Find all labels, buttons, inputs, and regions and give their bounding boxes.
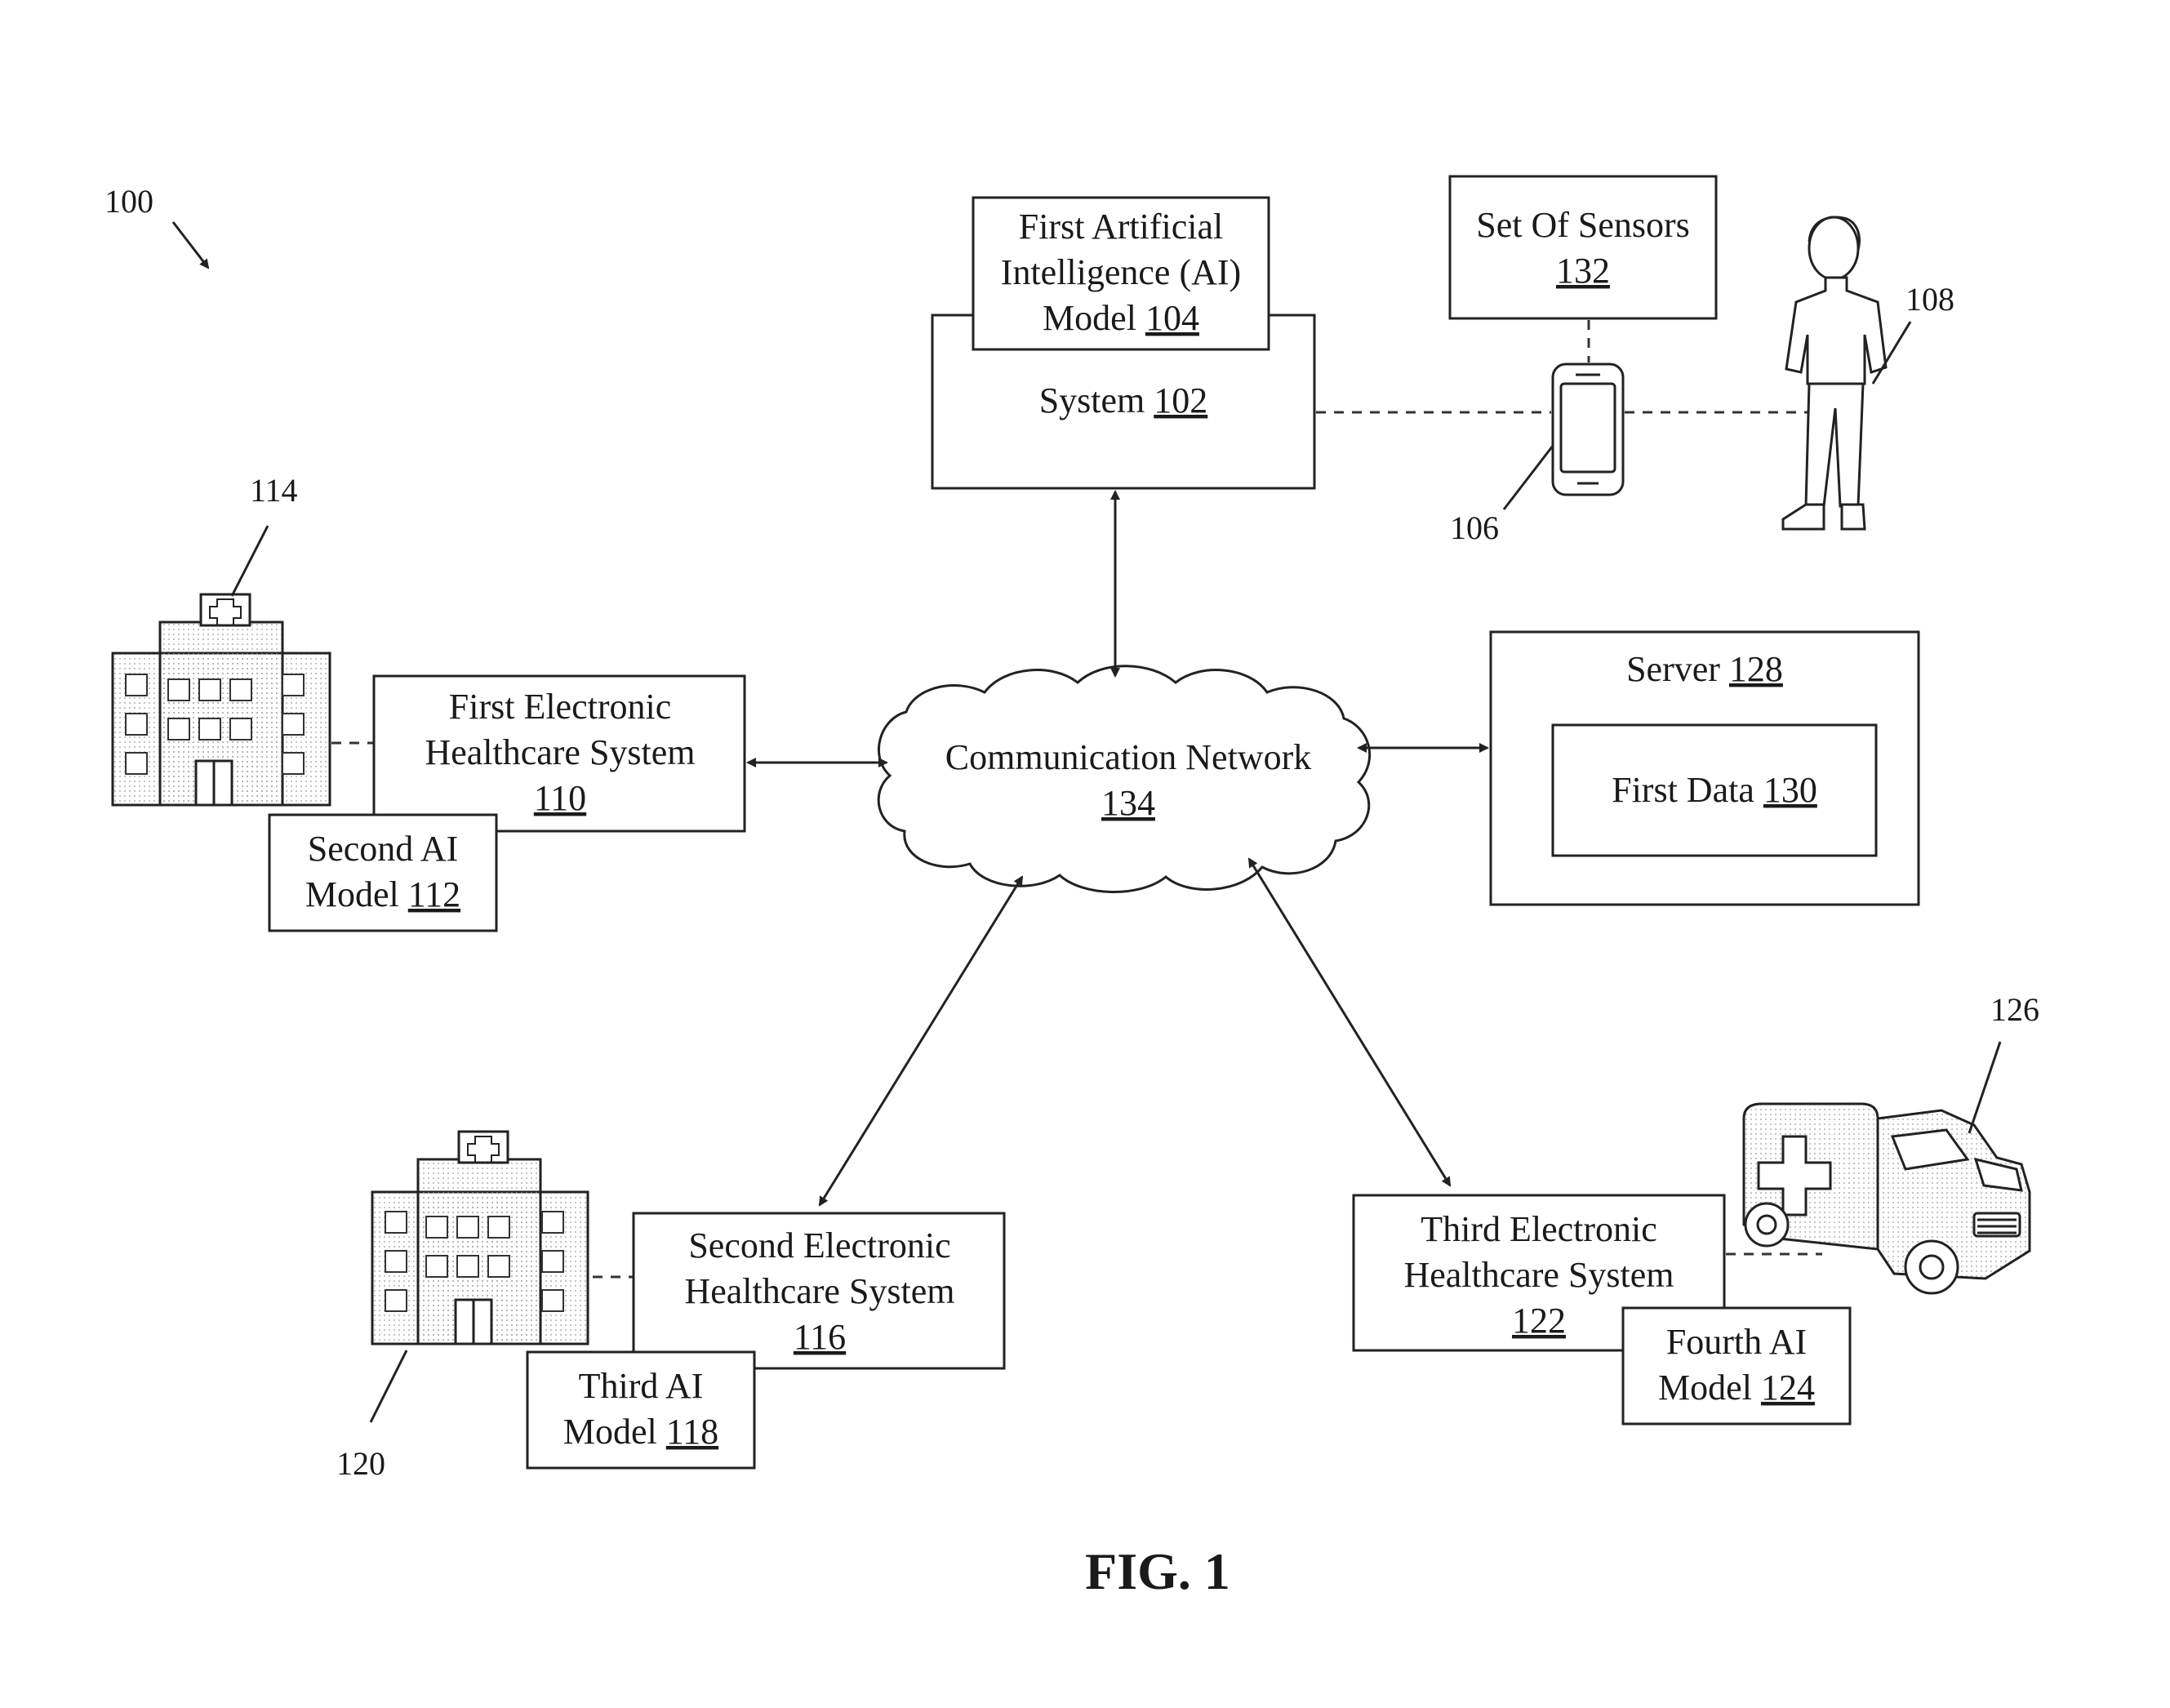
ai-model-2-line2: Model 112 <box>305 874 460 914</box>
sensors-ref: 132 <box>1556 251 1610 291</box>
hospital-icon <box>111 593 331 807</box>
ai-model-1-line2: Intelligence (AI) <box>1001 252 1241 292</box>
ai-model-118: Third AI Model 118 <box>526 1350 756 1470</box>
ref-100: 100 <box>104 183 153 220</box>
communication-network-cloud: Communication Network 134 <box>877 665 1372 893</box>
ehs-1-line2: Healthcare System <box>425 732 695 772</box>
ref-114-leader <box>230 525 269 597</box>
ai-model-112: Second AI Model 112 <box>268 813 498 932</box>
ambulance-icon <box>1742 1102 2031 1295</box>
first-data-label: First Data 130 <box>1612 770 1817 810</box>
ehs-110: First Electronic Healthcare System 110 <box>372 674 746 833</box>
ai-model-4-line2: Model 124 <box>1658 1368 1815 1408</box>
ehs-1-ref: 110 <box>534 778 586 818</box>
figure-label: FIG. 1 <box>1085 1542 1230 1600</box>
ehs-2-line2: Healthcare System <box>684 1271 954 1311</box>
network-ehs2-arrow <box>818 875 1024 1207</box>
ref-114: 114 <box>250 472 298 509</box>
phone-icon <box>1551 363 1625 496</box>
ai-model-104: First Artificial Intelligence (AI) Model… <box>972 196 1270 351</box>
person-icon <box>1781 216 1888 531</box>
sensors-132: Set Of Sensors 132 <box>1448 175 1718 320</box>
ref-100-arrow <box>171 221 210 269</box>
ai-model-4-line1: Fourth AI <box>1666 1322 1807 1362</box>
ehs-2-ref: 116 <box>794 1317 846 1357</box>
ehs-3-ref: 122 <box>1512 1301 1566 1341</box>
ehs-116: Second Electronic Healthcare System 116 <box>632 1212 1006 1370</box>
ref-106-leader <box>1502 445 1554 510</box>
ehs-1-line1: First Electronic <box>449 687 672 727</box>
ref-108: 108 <box>1905 281 1954 318</box>
ai-model-1-line1: First Artificial <box>1019 207 1224 247</box>
ai-model-3-line2: Model 118 <box>563 1412 718 1452</box>
ref-106: 106 <box>1450 509 1499 546</box>
hospital-icon-2 <box>371 1130 589 1345</box>
ref-108-leader <box>1871 321 1912 385</box>
sensors-line1: Set Of Sensors <box>1476 205 1690 245</box>
first-data-130: First Data 130 <box>1551 723 1878 857</box>
network-line1: Communication Network <box>945 737 1312 777</box>
ehs-3-line2: Healthcare System <box>1403 1255 1674 1295</box>
ehs-122: Third Electronic Healthcare System 122 <box>1352 1194 1726 1352</box>
ai-model-124: Fourth AI Model 124 <box>1621 1306 1852 1426</box>
ref-126: 126 <box>1990 991 2039 1028</box>
ai-model-1-line3: Model 104 <box>1043 298 1199 338</box>
network-ehs3-arrow <box>1247 857 1452 1187</box>
ehs-3-line1: Third Electronic <box>1421 1209 1657 1249</box>
ehs-2-line1: Second Electronic <box>688 1225 950 1265</box>
ref-120-leader <box>369 1350 408 1423</box>
ai-model-2-line1: Second AI <box>308 829 459 869</box>
server-label: Server 128 <box>1626 649 1783 689</box>
ai-model-3-line1: Third AI <box>579 1366 704 1406</box>
ref-126-leader <box>1968 1041 2002 1134</box>
network-ref: 134 <box>1101 783 1155 823</box>
system-label: System 102 <box>1039 380 1208 420</box>
ref-120: 120 <box>336 1445 385 1482</box>
